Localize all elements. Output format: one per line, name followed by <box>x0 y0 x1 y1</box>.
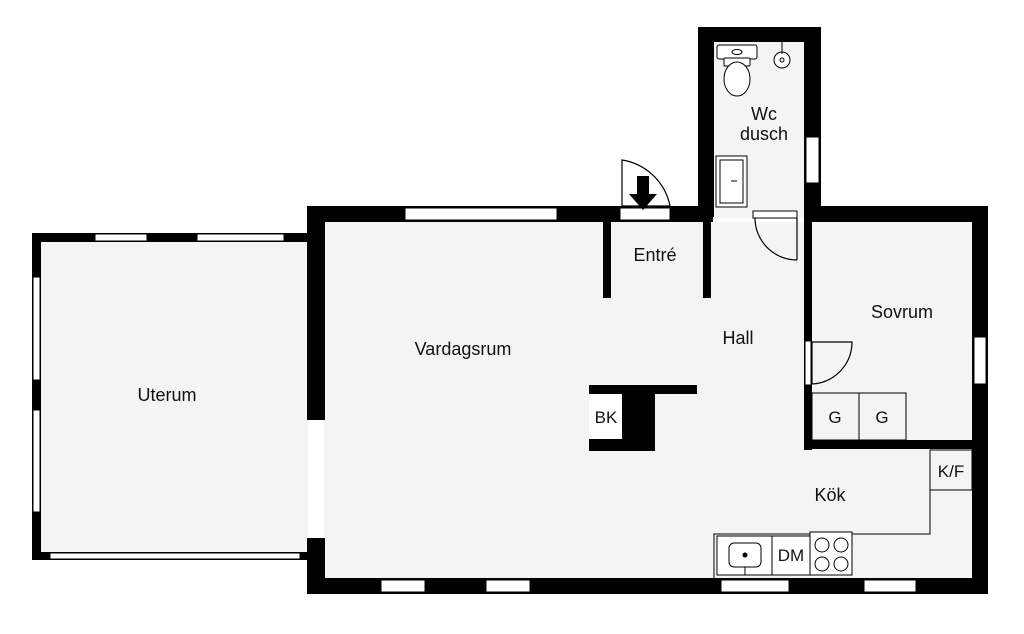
dm-cabinet <box>771 535 811 576</box>
window-entre <box>619 207 671 221</box>
door-swing-icon <box>754 217 798 261</box>
window-uterum-left-2 <box>32 409 41 513</box>
wall-right <box>972 206 988 594</box>
shower-icon <box>715 155 748 208</box>
wall-left-lower <box>307 538 325 594</box>
kf-cabinet <box>929 449 973 491</box>
kok-label: Kök <box>814 485 846 505</box>
window-uterum-top-2 <box>196 233 285 242</box>
sovrum-wall-left <box>804 212 812 450</box>
walls <box>32 27 988 594</box>
bk-label: BK <box>595 408 618 427</box>
wc-wall-left <box>698 27 714 217</box>
wardrobe-2 <box>858 392 907 441</box>
sovrum-door-gap <box>804 340 812 386</box>
window-sovrum <box>973 336 987 385</box>
wc-label-line1: Wc <box>751 104 777 124</box>
window-uterum-bottom <box>49 552 301 560</box>
window-bottom-4 <box>863 579 917 593</box>
doors <box>621 159 853 386</box>
hall-label: Hall <box>722 328 753 348</box>
stove-icon <box>809 531 853 576</box>
wc-wall-top <box>698 27 821 42</box>
entre-label: Entré <box>633 245 676 265</box>
wall-left-upper <box>307 206 325 420</box>
window-bottom-3 <box>720 579 790 593</box>
windows <box>32 136 987 593</box>
kf-label: K/F <box>938 462 964 481</box>
wardrobes <box>811 392 907 441</box>
entrance-arrow-icon <box>629 176 657 210</box>
wall-top-right <box>804 206 988 222</box>
uterum-wall-top <box>32 233 308 242</box>
vardagsrum-label: Vardagsrum <box>415 339 512 359</box>
wall-bottom <box>307 578 988 594</box>
uterum-wall-left <box>32 233 41 560</box>
entre-wall-right <box>703 212 711 298</box>
kitchen-counter <box>713 449 973 578</box>
window-bottom-2 <box>485 579 531 593</box>
window-bottom-1 <box>380 579 426 593</box>
sovrum-label: Sovrum <box>871 302 933 322</box>
wardrobe-label-2: G <box>875 408 888 427</box>
window-top-vardagsrum <box>404 207 558 221</box>
shower-icon <box>773 42 791 69</box>
dm-label: DM <box>778 546 804 565</box>
window-wc <box>805 136 820 184</box>
uterum-label: Uterum <box>137 385 196 405</box>
wc-fixtures <box>715 42 791 208</box>
bk-box <box>589 394 622 439</box>
wc-wall-right <box>804 27 821 217</box>
toilet-icon <box>723 57 751 97</box>
door-swing-icon <box>811 341 853 385</box>
entre-wall-left <box>603 222 611 298</box>
sink-icon <box>716 44 758 60</box>
window-uterum-top-1 <box>94 233 148 242</box>
wc-door-sill <box>752 210 798 219</box>
uterum-floor <box>40 241 308 553</box>
sovrum-wall-bottom <box>804 440 980 449</box>
wc-label-line2: dusch <box>740 124 788 144</box>
wardrobe-label-1: G <box>828 408 841 427</box>
window-uterum-left-1 <box>32 276 41 381</box>
